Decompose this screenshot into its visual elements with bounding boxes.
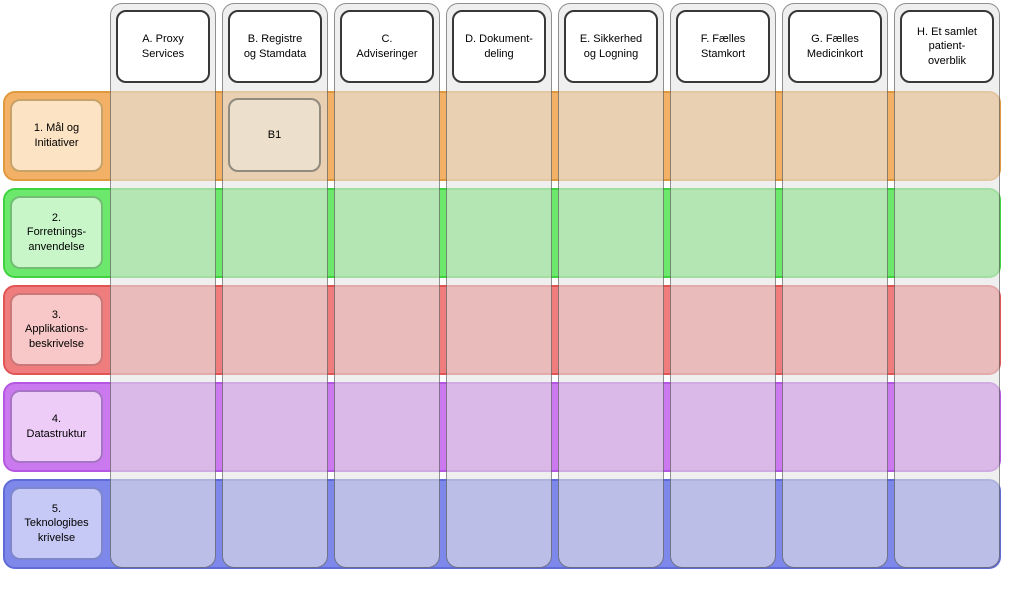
column-header-d[interactable]: D. Dokument- deling	[452, 10, 546, 83]
column-header-g[interactable]: G. Fælles Medicinkort	[788, 10, 882, 83]
column-band-c	[334, 3, 440, 568]
row-header-1[interactable]: 1. Mål og Initiativer	[10, 99, 103, 172]
column-header-c[interactable]: C. Adviseringer	[340, 10, 434, 83]
column-header-h[interactable]: H. Et samlet patient- overblik	[900, 10, 994, 83]
row-header-2[interactable]: 2. Forretnings- anvendelse	[10, 196, 103, 269]
column-band-f	[670, 3, 776, 568]
column-header-e[interactable]: E. Sikkerhed og Logning	[564, 10, 658, 83]
column-header-f[interactable]: F. Fælles Stamkort	[676, 10, 770, 83]
row-header-3[interactable]: 3. Applikations- beskrivelse	[10, 293, 103, 366]
column-band-a	[110, 3, 216, 568]
column-header-b[interactable]: B. Registre og Stamdata	[228, 10, 322, 83]
cell-b1[interactable]: B1	[228, 98, 321, 172]
column-header-a[interactable]: A. Proxy Services	[116, 10, 210, 83]
column-band-b	[222, 3, 328, 568]
row-header-4[interactable]: 4. Datastruktur	[10, 390, 103, 463]
column-band-g	[782, 3, 888, 568]
column-band-h	[894, 3, 1000, 568]
column-band-d	[446, 3, 552, 568]
row-header-5[interactable]: 5. Teknologibes krivelse	[10, 487, 103, 560]
column-band-e	[558, 3, 664, 568]
